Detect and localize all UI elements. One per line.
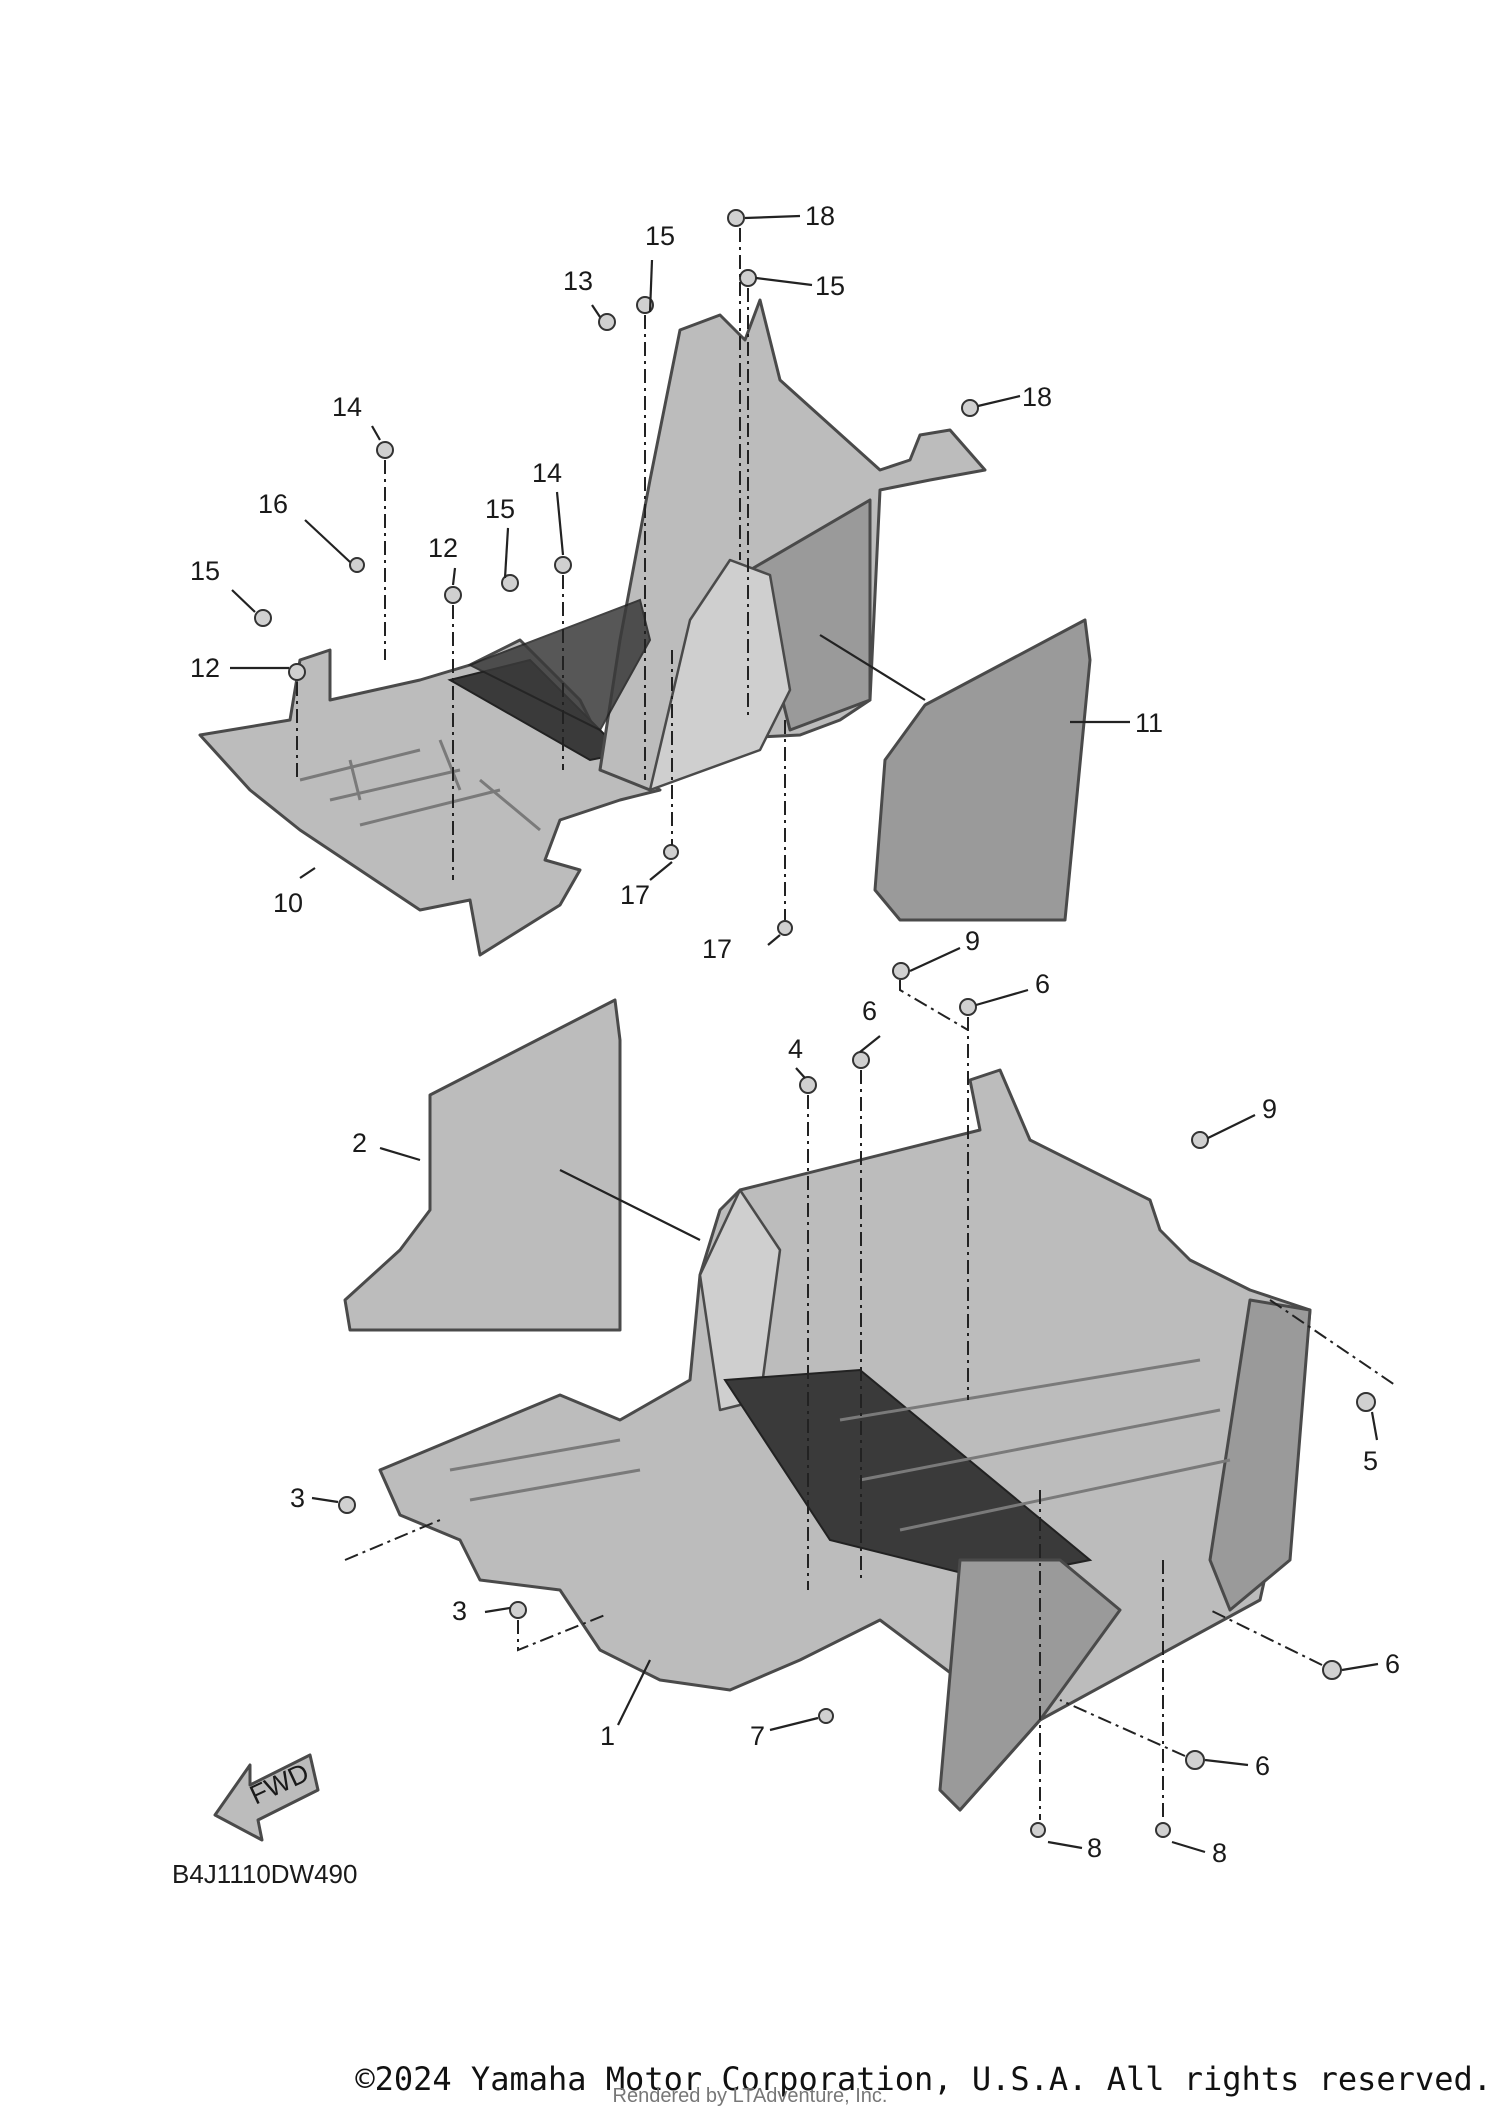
diagram-code: B4J1110DW490	[172, 1859, 357, 1889]
fasteners	[254, 209, 1376, 1838]
callout-15-left: 15	[190, 556, 220, 586]
callouts: 18 15 15 13 18 14 16 15 14 12 15 12 11 1…	[190, 201, 1400, 1868]
callout-11: 11	[1135, 708, 1163, 738]
callout-3-lower: 3	[452, 1596, 467, 1626]
callout-6-top-right: 6	[1035, 969, 1050, 999]
callout-8-right: 8	[1212, 1838, 1227, 1868]
callout-6-right: 6	[1385, 1649, 1400, 1679]
callout-17-left: 17	[620, 880, 650, 910]
rendered-by-notice: Rendered by LTAdventure, Inc.	[612, 2085, 888, 2107]
callout-7: 7	[750, 1721, 765, 1751]
assembly-lines	[296, 228, 1396, 1820]
copyright-notice: ©2024 Yamaha Motor Corporation, U.S.A. A…	[355, 2060, 1492, 2098]
callout-5: 5	[1363, 1446, 1378, 1476]
callout-6-bottom: 6	[1255, 1751, 1270, 1781]
inner-panel-2	[343, 998, 622, 1332]
callout-18-top: 18	[805, 201, 835, 231]
upper-tub-10	[467, 298, 987, 792]
callout-14-left: 14	[332, 392, 362, 422]
callout-13: 13	[563, 266, 593, 296]
callout-9-top: 9	[965, 926, 980, 956]
callout-6-top-left: 6	[862, 996, 877, 1026]
callout-10: 10	[273, 888, 303, 918]
side-panel-11	[873, 618, 1092, 922]
callout-2: 2	[352, 1128, 367, 1158]
callout-17-right: 17	[702, 934, 732, 964]
callout-9-right: 9	[1262, 1094, 1277, 1124]
callout-15-top-left: 15	[645, 221, 675, 251]
callout-1: 1	[600, 1721, 615, 1751]
callout-12-left: 12	[190, 653, 220, 683]
callout-4: 4	[788, 1034, 803, 1064]
lower-floor-1	[378, 1068, 1312, 1812]
callout-14-mid: 14	[532, 458, 562, 488]
fwd-arrow-icon: FWD	[213, 1753, 320, 1842]
callout-15-mid: 15	[485, 494, 515, 524]
callout-8-left: 8	[1087, 1833, 1102, 1863]
callout-3-upper: 3	[290, 1483, 305, 1513]
leader-lines	[230, 214, 1379, 1854]
callout-15-top-right: 15	[815, 271, 845, 301]
callout-18-right: 18	[1022, 382, 1052, 412]
callout-16: 16	[258, 489, 288, 519]
callout-12-mid: 12	[428, 533, 458, 563]
